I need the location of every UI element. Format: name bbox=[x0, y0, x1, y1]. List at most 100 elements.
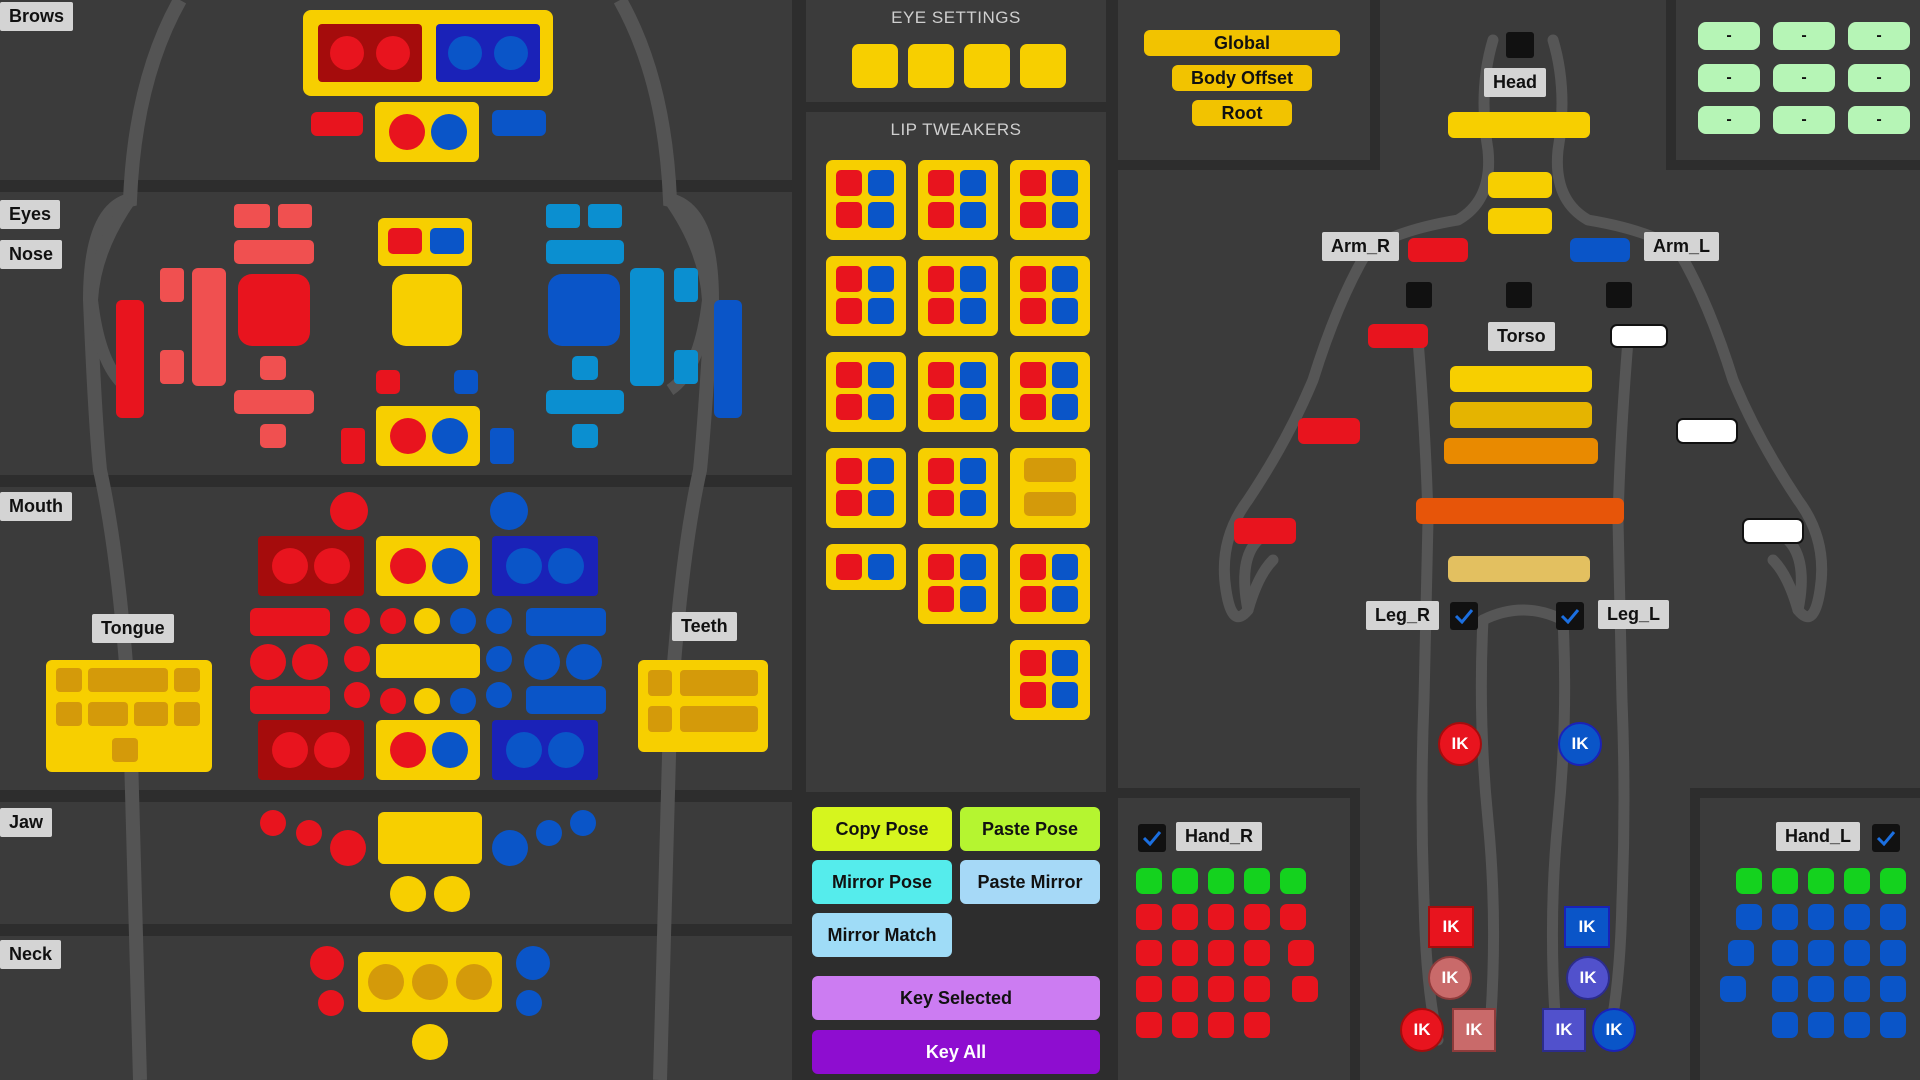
nostril-left[interactable] bbox=[432, 418, 468, 454]
lip-tweak-red[interactable] bbox=[836, 554, 862, 580]
eye-l-lower-1[interactable] bbox=[572, 356, 598, 380]
lip-tweak-blue[interactable] bbox=[1052, 170, 1078, 196]
lip-tweak-red[interactable] bbox=[836, 362, 862, 388]
lip-tweak-blue[interactable] bbox=[960, 362, 986, 388]
finger-l-control[interactable] bbox=[1844, 940, 1870, 966]
ik-knee-r[interactable]: IK bbox=[1438, 722, 1482, 766]
finger-r-control[interactable] bbox=[1208, 976, 1234, 1002]
finger-l-control[interactable] bbox=[1880, 1012, 1906, 1038]
lip-tweak-blue[interactable] bbox=[960, 586, 986, 612]
lip-tweak-red[interactable] bbox=[928, 458, 954, 484]
chin-r[interactable] bbox=[390, 876, 426, 912]
neck-dot-3[interactable] bbox=[456, 964, 492, 1000]
lip-tweaker[interactable] bbox=[826, 160, 906, 240]
lip-tweak-red[interactable] bbox=[836, 490, 862, 516]
eye-l-tall-bar[interactable] bbox=[630, 268, 664, 386]
shoulder-r[interactable] bbox=[1408, 238, 1468, 262]
tongue-btn[interactable] bbox=[56, 702, 82, 726]
finger-l-control[interactable] bbox=[1880, 940, 1906, 966]
lip-tweaker[interactable] bbox=[1010, 256, 1090, 336]
lip-tweak-blue[interactable] bbox=[868, 458, 894, 484]
mouth-r-small-4[interactable] bbox=[380, 608, 406, 634]
eye-r-lid-bar[interactable] bbox=[234, 240, 314, 264]
tongue-btn[interactable] bbox=[56, 668, 82, 692]
lip-tweak-red[interactable] bbox=[836, 458, 862, 484]
lip-upper-center-l[interactable] bbox=[432, 548, 468, 584]
quick-button[interactable]: - bbox=[1848, 22, 1910, 50]
lip-tweak-blue[interactable] bbox=[868, 554, 894, 580]
lip-tweak-blue[interactable] bbox=[960, 266, 986, 292]
nose-right-small[interactable] bbox=[376, 370, 400, 394]
nose-control[interactable] bbox=[376, 406, 480, 466]
lip-tweak-red[interactable] bbox=[836, 266, 862, 292]
ik-knee-l[interactable]: IK bbox=[1558, 722, 1602, 766]
lip-tweak-blue[interactable] bbox=[960, 202, 986, 228]
eyes-center-right[interactable] bbox=[388, 228, 422, 254]
brows-all-control[interactable] bbox=[303, 10, 553, 96]
lip-tweaker[interactable] bbox=[826, 448, 906, 528]
eye-r-tall-bar[interactable] bbox=[192, 268, 226, 386]
lip-tweak-red[interactable] bbox=[836, 202, 862, 228]
finger-r-control[interactable] bbox=[1172, 1012, 1198, 1038]
lip-tweaker[interactable] bbox=[826, 256, 906, 336]
upper-arm-r[interactable] bbox=[1368, 324, 1428, 348]
lip-tweak-blue[interactable] bbox=[960, 458, 986, 484]
brow-right-bar[interactable] bbox=[311, 112, 363, 136]
ik-ball-r[interactable]: IK bbox=[1452, 1008, 1496, 1052]
mouth-corner-l-top[interactable] bbox=[490, 492, 528, 530]
lip-tweak-red[interactable] bbox=[836, 394, 862, 420]
mouth-l-dot-2[interactable] bbox=[566, 644, 602, 680]
lip-tweak-red[interactable] bbox=[836, 170, 862, 196]
brow-center-left[interactable] bbox=[431, 114, 467, 150]
lip-tweak-blue[interactable] bbox=[868, 298, 894, 324]
lip-tweak-blue[interactable] bbox=[868, 202, 894, 228]
eye-l-main[interactable] bbox=[548, 274, 620, 346]
finger-r-control[interactable] bbox=[1244, 904, 1270, 930]
nostril-left-bar[interactable] bbox=[490, 428, 514, 464]
eyes-label[interactable]: Eyes bbox=[0, 200, 61, 229]
finger-l-control[interactable] bbox=[1880, 976, 1906, 1002]
tongue-btn[interactable] bbox=[88, 702, 128, 726]
spine[interactable] bbox=[1444, 438, 1598, 464]
jaw-r-3[interactable] bbox=[330, 830, 366, 866]
ik-ankle-r[interactable]: IK bbox=[1428, 906, 1474, 948]
mouth-l-small-5[interactable] bbox=[486, 682, 512, 708]
eye-l-lower-2[interactable] bbox=[572, 424, 598, 448]
lip-tweaker[interactable] bbox=[826, 352, 906, 432]
torso-label[interactable]: Torso bbox=[1488, 322, 1555, 351]
finger-l-control[interactable] bbox=[1772, 1012, 1798, 1038]
nose-left-small[interactable] bbox=[454, 370, 478, 394]
brow-right-outer[interactable] bbox=[376, 36, 410, 70]
finger-l-control[interactable] bbox=[1720, 976, 1746, 1002]
shoulder-l[interactable] bbox=[1570, 238, 1630, 262]
mouth-r-small-1[interactable] bbox=[344, 608, 370, 634]
tongue-btn[interactable] bbox=[174, 702, 200, 726]
lip-tweak-red[interactable] bbox=[928, 362, 954, 388]
lip-tweaker[interactable] bbox=[1010, 640, 1090, 720]
mouth-l-small-1[interactable] bbox=[450, 608, 476, 634]
lip-tweak-blue[interactable] bbox=[1052, 586, 1078, 612]
mouth-c-bar[interactable] bbox=[376, 644, 480, 678]
eye-setting-button[interactable] bbox=[852, 44, 898, 88]
lip-tweak-red[interactable] bbox=[1020, 682, 1046, 708]
tongue-btn[interactable] bbox=[112, 738, 138, 762]
finger-r-control[interactable] bbox=[1208, 1012, 1234, 1038]
quick-button[interactable]: - bbox=[1848, 106, 1910, 134]
mouth-l-bar-2[interactable] bbox=[526, 686, 606, 714]
ik-toe-l[interactable]: IK bbox=[1592, 1008, 1636, 1052]
forearm-l[interactable] bbox=[1676, 418, 1738, 444]
hand-r-checkbox[interactable] bbox=[1138, 824, 1166, 852]
lip-tweak-blue[interactable] bbox=[1052, 650, 1078, 676]
brow-center-control[interactable] bbox=[375, 102, 479, 162]
finger-r-control[interactable] bbox=[1172, 868, 1198, 894]
neck-dot-1[interactable] bbox=[368, 964, 404, 1000]
lip-lower-left-2[interactable] bbox=[548, 732, 584, 768]
quick-button[interactable]: - bbox=[1698, 64, 1760, 92]
tongue-control[interactable] bbox=[46, 660, 212, 772]
lip-tweak-red[interactable] bbox=[1020, 650, 1046, 676]
lip-tweak-blue[interactable] bbox=[960, 394, 986, 420]
neck-control-2[interactable] bbox=[1488, 208, 1552, 234]
tongue-btn[interactable] bbox=[174, 668, 200, 692]
finger-r-control[interactable] bbox=[1172, 976, 1198, 1002]
ik-ball-l[interactable]: IK bbox=[1542, 1008, 1586, 1052]
